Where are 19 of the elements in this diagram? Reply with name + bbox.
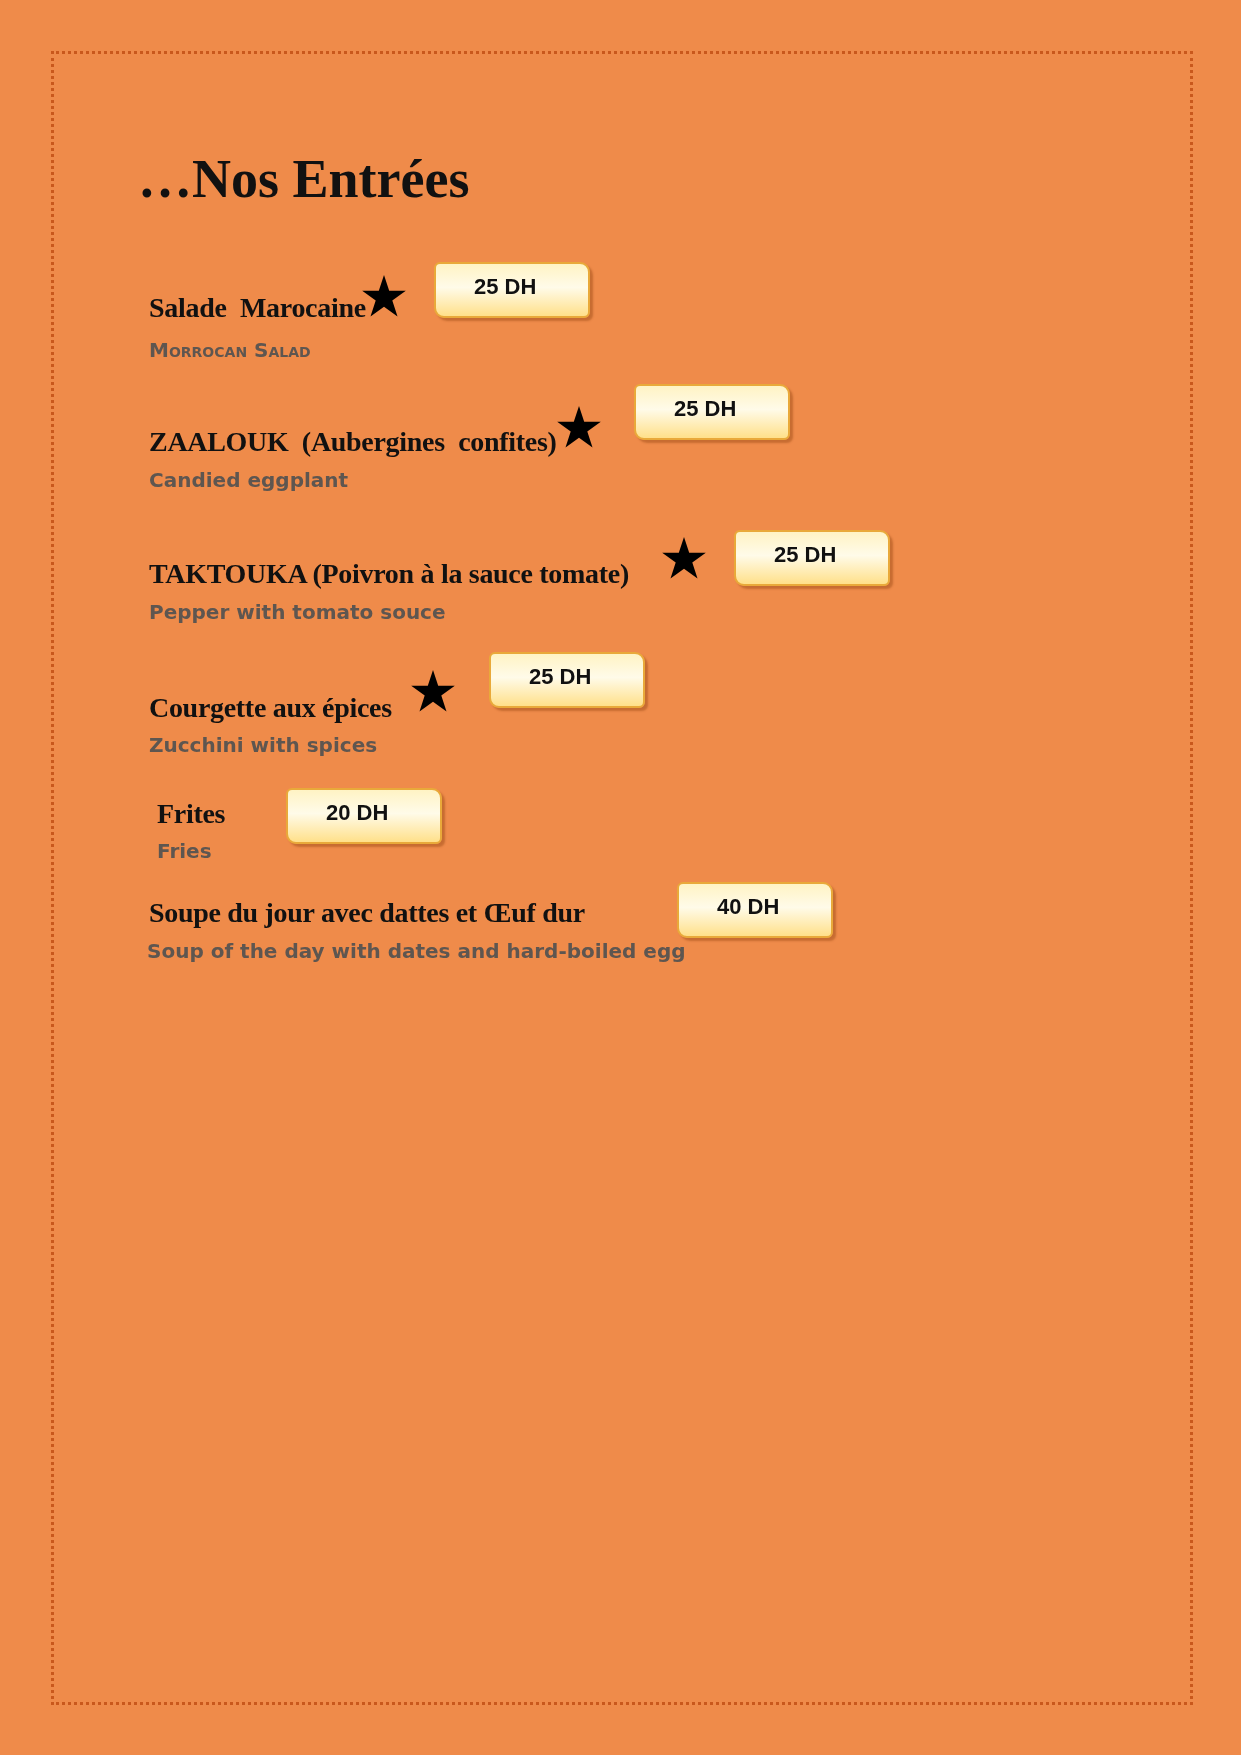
- dish-name: Courgette aux épices: [149, 692, 392, 724]
- price-tag: 25 DH: [489, 652, 645, 708]
- dish-translation: Zucchini with spices: [149, 733, 378, 757]
- dish-name: Frites: [157, 798, 226, 830]
- price-tag: 25 DH: [434, 262, 590, 318]
- dish-name: ZAALOUK (Aubergines confites): [149, 426, 557, 458]
- dish-translation: Soup of the day with dates and hard-boiled egg: [147, 939, 686, 963]
- price-tag: 20 DH: [286, 788, 442, 844]
- dish-name: Soupe du jour avec dattes et Œuf dur: [149, 897, 585, 929]
- price-tag: 25 DH: [634, 384, 790, 440]
- menu-heading: …Nos Entrées: [138, 148, 470, 210]
- dish-name: TAKTOUKA (Poivron à la sauce tomate): [149, 558, 629, 590]
- dish-translation: Fries: [157, 839, 212, 863]
- dish-translation: Pepper with tomato souce: [149, 600, 446, 624]
- dish-translation: Candied eggplant: [149, 468, 349, 492]
- price-tag: 40 DH: [677, 882, 833, 938]
- dish-translation: Morrocan Salad: [149, 338, 311, 362]
- dish-name: Salade Marocaine: [149, 292, 366, 324]
- price-tag: 25 DH: [734, 530, 890, 586]
